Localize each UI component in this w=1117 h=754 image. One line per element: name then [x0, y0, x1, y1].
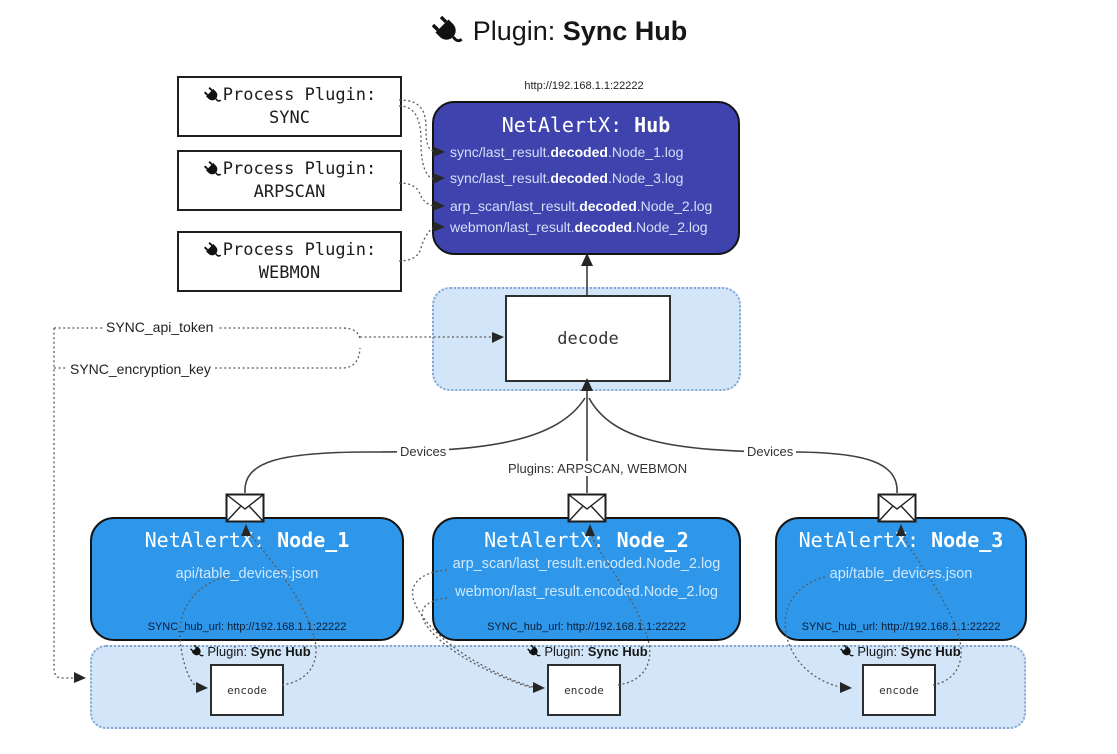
hub-log-file: sync/last_result.decoded.Node_3.log: [450, 170, 684, 186]
node-file: arp_scan/last_result.encoded.Node_2.log: [452, 556, 721, 572]
plug-icon: [190, 644, 204, 657]
node-hub-url: SYNC_hub_url: http://192.168.1.1:22222: [147, 621, 347, 633]
process-plugin-box-sync: Process Plugin: SYNC: [177, 76, 402, 137]
node-box-node2: NetAlertX: Node_2 arp_scan/last_result.e…: [432, 517, 741, 641]
plug-icon: [203, 241, 221, 257]
plug-icon: [203, 160, 221, 176]
process-plugin-label: Process Plugin:: [222, 239, 377, 260]
process-plugin-box-arpscan: Process Plugin: ARPSCAN: [177, 150, 402, 211]
node-file: api/table_devices.json: [829, 566, 973, 582]
plug-icon: [840, 644, 854, 657]
hub-url: http://192.168.1.1:22222: [524, 80, 644, 92]
edge-label-plugins: Plugins: ARPSCAN, WEBMON: [505, 461, 691, 476]
node-title: NetAlertX: Node_3: [798, 528, 1004, 552]
plug-icon: [431, 15, 463, 43]
node-file: api/table_devices.json: [175, 566, 319, 582]
hub-box: NetAlertX: Hub sync/last_result.decoded.…: [432, 101, 740, 255]
process-plugin-name: SYNC: [269, 107, 310, 128]
process-plugin-label: Process Plugin:: [222, 84, 377, 105]
envelope-icon: [567, 493, 607, 523]
hub-log-file: sync/last_result.decoded.Node_1.log: [450, 144, 684, 160]
edge-label-devices-right: Devices: [744, 444, 797, 459]
envelope-icon: [877, 493, 917, 523]
encode-plugin-text: Plugin: Sync Hub: [857, 644, 961, 659]
encode-box: encode: [547, 664, 621, 716]
hub-title: NetAlertX: Hub: [501, 113, 671, 137]
node-box-node3: NetAlertX: Node_3 api/table_devices.json…: [775, 517, 1027, 641]
process-plugin-name: WEBMON: [258, 262, 321, 283]
encode-plugin-text: Plugin: Sync Hub: [544, 644, 648, 659]
node-file: webmon/last_result.encoded.Node_2.log: [455, 584, 718, 600]
hub-log-file: arp_scan/last_result.decoded.Node_2.log: [450, 198, 713, 214]
encode-box: encode: [210, 664, 284, 716]
plug-icon: [203, 86, 221, 102]
node-title: NetAlertX: Node_1: [144, 528, 350, 552]
plug-icon: [527, 644, 541, 657]
decode-label: decode: [557, 328, 619, 349]
page-title: Plugin: Sync Hub: [0, 14, 1117, 48]
title-text: Plugin: Sync Hub: [472, 15, 688, 46]
encode-plugin-label: Plugin: Sync Hub: [526, 644, 648, 659]
encode-label: encode: [227, 683, 267, 697]
envelope-icon: [225, 493, 265, 523]
process-plugin-box-webmon: Process Plugin: WEBMON: [177, 231, 402, 292]
node-title: NetAlertX: Node_2: [484, 528, 689, 552]
sync-api-token-label: SYNC_api_token: [102, 319, 218, 335]
encode-plugin-label: Plugin: Sync Hub: [839, 644, 961, 659]
node-hub-url: SYNC_hub_url: http://192.168.1.1:22222: [801, 621, 1001, 633]
encode-plugin-text: Plugin: Sync Hub: [207, 644, 311, 659]
encode-label: encode: [564, 683, 604, 697]
edge-label-devices-left: Devices: [397, 444, 450, 459]
process-plugin-label: Process Plugin:: [222, 158, 377, 179]
encode-box: encode: [862, 664, 936, 716]
encode-plugin-label: Plugin: Sync Hub: [189, 644, 311, 659]
node-hub-url: SYNC_hub_url: http://192.168.1.1:22222: [487, 621, 686, 633]
process-plugin-name: ARPSCAN: [253, 181, 326, 202]
node-box-node1: NetAlertX: Node_1 api/table_devices.json…: [90, 517, 404, 641]
decode-box: decode: [505, 295, 671, 382]
encode-label: encode: [879, 683, 919, 697]
sync-encryption-key-label: SYNC_encryption_key: [66, 361, 215, 377]
hub-log-file: webmon/last_result.decoded.Node_2.log: [450, 219, 708, 235]
